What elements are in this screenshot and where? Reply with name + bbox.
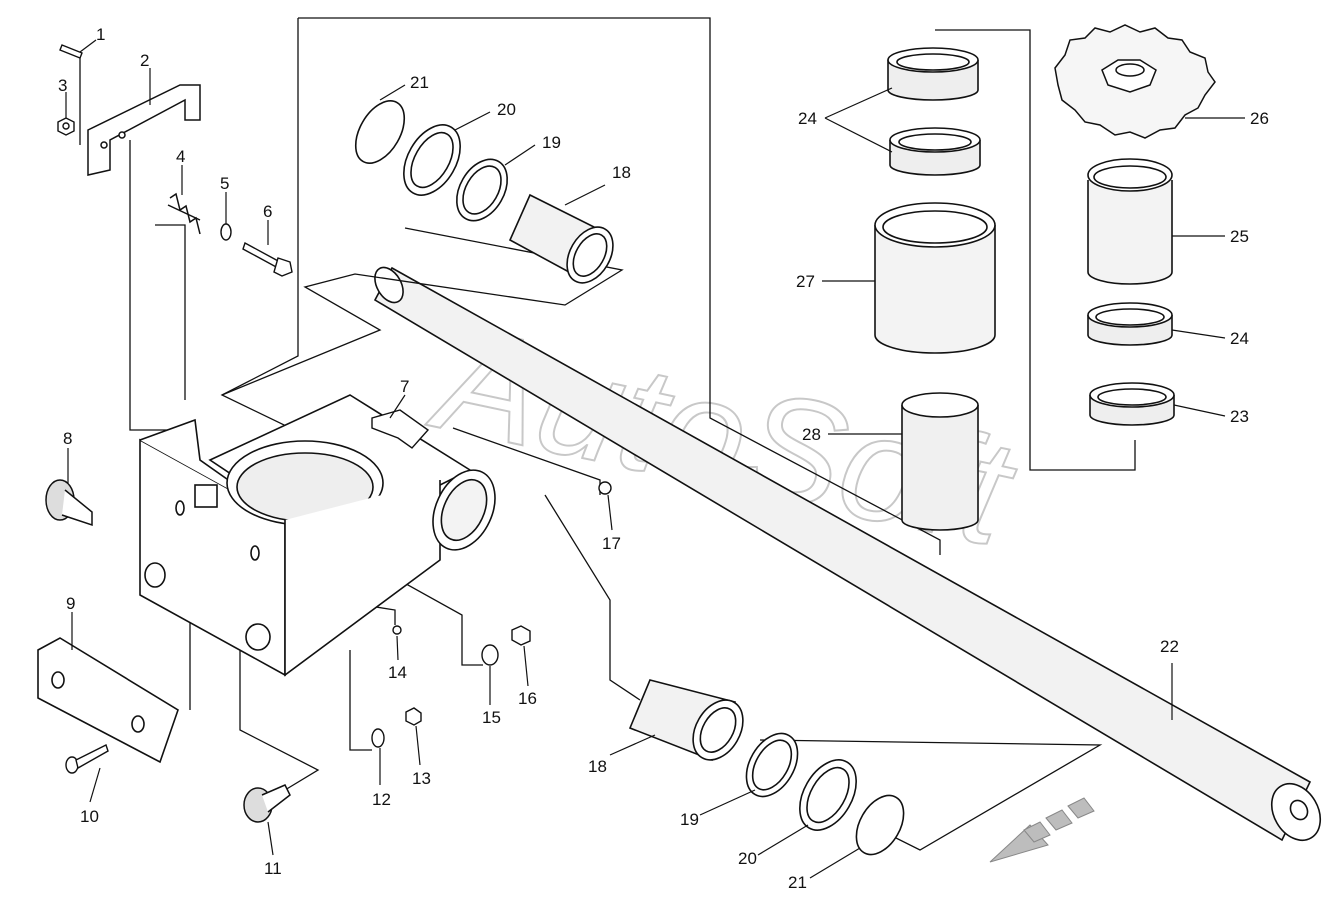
- part-8-knob: [45, 479, 93, 527]
- callout-5: 5: [220, 174, 229, 193]
- callout-21-lower: 21: [788, 873, 807, 892]
- callout-6: 6: [263, 202, 272, 221]
- callout-20-upper: 20: [497, 100, 516, 119]
- part-15-washer: [481, 644, 499, 666]
- callout-20-lower: 20: [738, 849, 757, 868]
- lower-bushing-set: [628, 679, 905, 856]
- part-22-shaft: [373, 266, 1322, 842]
- callout-19-upper: 19: [542, 133, 561, 152]
- callout-13: 13: [412, 769, 431, 788]
- upper-bushing-set: [354, 100, 614, 284]
- part-3-nut: [57, 117, 75, 136]
- callout-7: 7: [400, 377, 409, 396]
- part-16-nut: [511, 625, 531, 646]
- part-5-washer: [220, 223, 232, 241]
- leader-lines: [65, 39, 1245, 879]
- callout-19-lower: 19: [680, 810, 699, 829]
- callout-1: 1: [96, 25, 105, 44]
- callout-16: 16: [518, 689, 537, 708]
- callout-23: 23: [1230, 407, 1249, 426]
- part-26-gear: [1054, 24, 1216, 139]
- callout-10: 10: [80, 807, 99, 826]
- callout-14: 14: [388, 663, 407, 682]
- callout-8: 8: [63, 429, 72, 448]
- front-direction-arrow-icon: [989, 797, 1095, 863]
- callout-24-a: 24: [798, 109, 817, 128]
- callout-labels: 1 2 3 4 5 6 7 8 9 10 11 12 13 14 15 16 1…: [58, 25, 1269, 892]
- part-2-bracket: [87, 84, 201, 176]
- part-13-nut: [405, 707, 422, 726]
- right-stack: [874, 47, 1175, 531]
- callout-21-upper: 21: [410, 73, 429, 92]
- part-10-screw: [65, 744, 109, 774]
- callout-11: 11: [264, 859, 282, 878]
- part-1-pin: [59, 44, 83, 59]
- assembly-lines: [79, 17, 1136, 851]
- callout-22: 22: [1160, 637, 1179, 656]
- part-14-screw: [392, 625, 402, 635]
- callout-25: 25: [1230, 227, 1249, 246]
- callout-3: 3: [58, 76, 67, 95]
- callout-18-upper: 18: [612, 163, 631, 182]
- part-17-fitting: [598, 481, 612, 495]
- callout-2: 2: [140, 51, 149, 70]
- part-6-bolt: [242, 241, 293, 277]
- callout-26: 26: [1250, 109, 1269, 128]
- part-7-key: [371, 409, 430, 449]
- callout-4: 4: [176, 147, 185, 166]
- callout-28: 28: [802, 425, 821, 444]
- part-4-spring: [167, 192, 201, 235]
- part-11-knob: [243, 784, 291, 823]
- callout-17: 17: [602, 534, 621, 553]
- callout-9: 9: [66, 594, 75, 613]
- callout-15: 15: [482, 708, 501, 727]
- callout-12: 12: [372, 790, 391, 809]
- part-9-plate: [37, 637, 179, 764]
- callout-24-b: 24: [1230, 329, 1249, 348]
- part-12-washer: [371, 728, 385, 748]
- callout-18-lower: 18: [588, 757, 607, 776]
- callout-27: 27: [796, 272, 815, 291]
